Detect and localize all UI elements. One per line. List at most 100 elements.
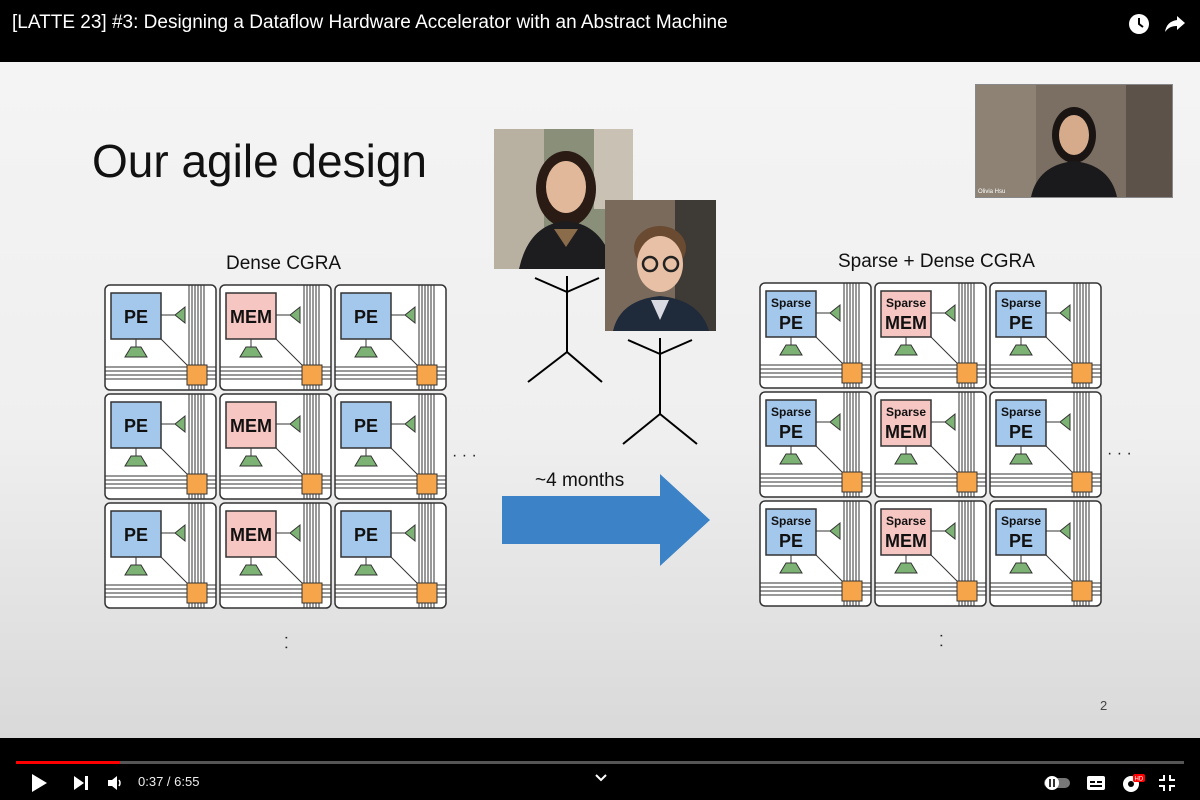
volume-icon[interactable] — [106, 774, 124, 792]
switch-box — [956, 471, 978, 493]
mux-shape — [779, 562, 803, 574]
mux-shape — [1059, 303, 1071, 323]
time-display: 0:37 / 6:55 — [138, 774, 200, 789]
switch-box — [841, 471, 863, 493]
mux-shape — [239, 346, 263, 358]
switch-box — [186, 364, 208, 386]
mux-shape — [354, 455, 378, 467]
dense-cgra-label: Dense CGRA — [226, 253, 342, 274]
mux-shape — [894, 562, 918, 574]
mux-shape — [239, 455, 263, 467]
slide-page-number: 2 — [1100, 698, 1108, 713]
mux-shape — [1009, 562, 1033, 574]
mux-shape — [354, 564, 378, 576]
pe-label: PE — [779, 313, 803, 333]
next-icon[interactable] — [72, 774, 90, 792]
sparse-label: Sparse — [886, 405, 926, 419]
mux-shape — [289, 414, 301, 434]
mux-shape — [1059, 412, 1071, 432]
slide-title: Our agile design — [92, 135, 427, 187]
sparse-dense-cgra-diagram: SparsePESparseMEMSparsePESparsePESparseM… — [759, 282, 1132, 648]
switch-box — [956, 580, 978, 602]
mem-label: MEM — [230, 416, 272, 436]
player-controls: 0:37 / 6:55 HD — [0, 738, 1200, 800]
pe-label: PE — [124, 416, 148, 436]
progress-bar[interactable] — [16, 761, 1184, 764]
mux-shape — [239, 564, 263, 576]
pe-label: PE — [779, 531, 803, 551]
sparse-label: Sparse — [1001, 514, 1041, 528]
mux-shape — [829, 412, 841, 432]
switch-box — [301, 473, 323, 495]
mem-tile: MEM — [219, 393, 332, 500]
pe-tile: PE — [334, 502, 447, 609]
mem-label: MEM — [230, 525, 272, 545]
mux-shape — [1059, 521, 1071, 541]
mux-shape — [174, 414, 186, 434]
presenter-photo-man — [605, 200, 716, 331]
vertical-ellipsis: · · · — [278, 635, 295, 650]
mux-shape — [894, 453, 918, 465]
sparse-label: Sparse — [771, 514, 811, 528]
play-icon[interactable] — [30, 773, 48, 793]
switch-box — [186, 473, 208, 495]
mux-shape — [779, 453, 803, 465]
mux-shape — [174, 523, 186, 543]
pe-label: PE — [1009, 531, 1033, 551]
mem-label: MEM — [230, 307, 272, 327]
presentation-slide: Our agile design — [0, 62, 1200, 738]
mux-shape — [404, 305, 416, 325]
switch-box — [1071, 471, 1093, 493]
mux-shape — [944, 303, 956, 323]
sparse-dense-cgra-label: Sparse + Dense CGRA — [838, 251, 1035, 272]
pe-tile: PE — [104, 393, 217, 500]
switch-box — [841, 362, 863, 384]
mux-shape — [1009, 453, 1033, 465]
pe-tile: PE — [104, 502, 217, 609]
mem-label: MEM — [885, 422, 927, 442]
mux-shape — [779, 344, 803, 356]
sparse-label: Sparse — [886, 514, 926, 528]
exit-fullscreen-icon[interactable] — [1158, 774, 1176, 792]
mux-shape — [124, 346, 148, 358]
svg-text:HD: HD — [1135, 777, 1144, 783]
subtitles-icon[interactable] — [1086, 774, 1106, 792]
switch-box — [841, 580, 863, 602]
switch-box — [416, 473, 438, 495]
switch-box — [1071, 580, 1093, 602]
mem-tile: MEM — [219, 284, 332, 391]
webcam-image — [976, 85, 1172, 197]
settings-icon[interactable]: HD — [1121, 772, 1145, 794]
mux-shape — [829, 521, 841, 541]
stick-figures — [527, 276, 698, 445]
mem-label: MEM — [885, 313, 927, 333]
video-title[interactable]: [LATTE 23] #3: Designing a Dataflow Hard… — [12, 12, 728, 33]
mux-shape — [829, 303, 841, 323]
mem-label: MEM — [885, 531, 927, 551]
mux-shape — [404, 414, 416, 434]
clock-icon[interactable] — [1127, 12, 1151, 36]
mux-shape — [289, 305, 301, 325]
transition-arrow — [502, 474, 710, 566]
switch-box — [1071, 362, 1093, 384]
mux-shape — [354, 346, 378, 358]
share-icon[interactable] — [1163, 12, 1187, 36]
mem-tile: MEM — [219, 502, 332, 609]
pe-tile: PE — [334, 284, 447, 391]
autoplay-toggle-icon[interactable] — [1043, 775, 1071, 791]
webcam-name-label: Olivia Hsu — [978, 189, 1006, 195]
pe-label: PE — [354, 416, 378, 436]
mux-shape — [944, 521, 956, 541]
progress-played — [16, 761, 120, 764]
mux-shape — [404, 523, 416, 543]
pe-label: PE — [354, 525, 378, 545]
mux-shape — [174, 305, 186, 325]
chevron-down-icon[interactable] — [594, 773, 608, 783]
